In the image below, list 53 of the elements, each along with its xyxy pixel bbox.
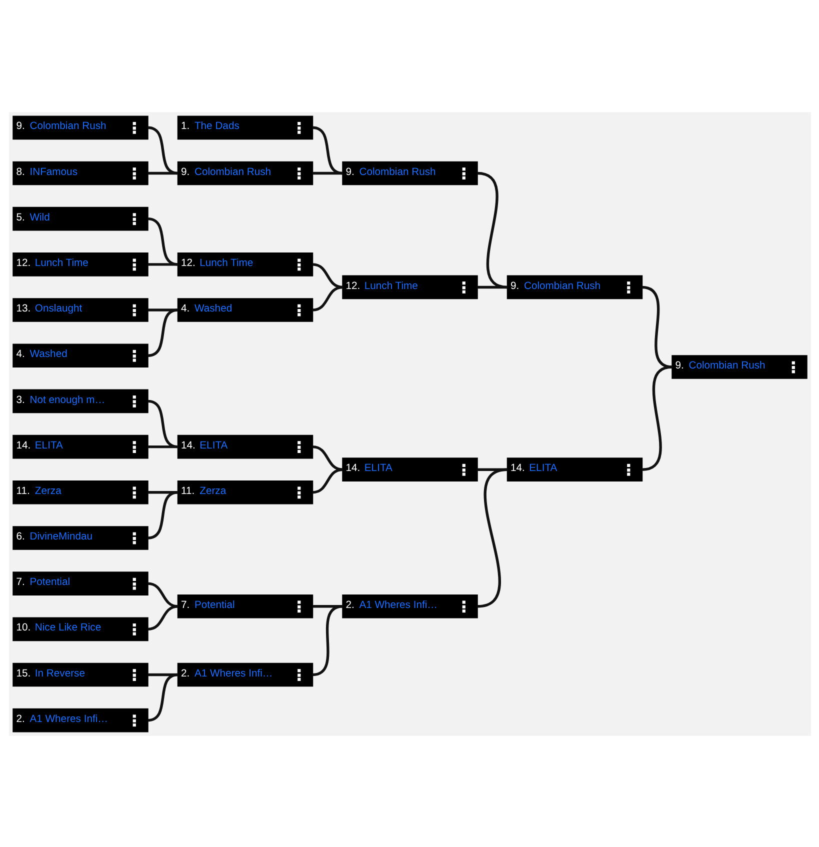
connector	[147, 171, 178, 174]
node-box: 9. Colombian Rush	[671, 354, 807, 378]
connector	[312, 171, 342, 174]
connector	[476, 285, 507, 288]
node-box: 9. Colombian Rush	[176, 160, 313, 185]
node-box: 12. Lunch Time	[342, 274, 478, 299]
node-box: 14. ELITA	[506, 457, 642, 481]
node-box: 10. Nice Like Rice	[12, 616, 148, 641]
connector	[641, 365, 672, 470]
node-box: 1. The Dads	[176, 115, 313, 140]
connector	[147, 444, 178, 448]
node-box: 15. In Reverse	[12, 662, 148, 686]
node-box: 11. Zerza	[12, 480, 148, 504]
connector	[476, 171, 508, 288]
node-box: 7. Potential	[12, 571, 148, 595]
node-box: 2. A1 Wheres Infi…	[12, 708, 148, 732]
node-box: 9. Colombian Rush	[12, 115, 148, 140]
node-box: 12. Lunch Time	[12, 252, 148, 276]
connector	[147, 672, 178, 722]
node-box: 14. ELITA	[342, 457, 478, 481]
connector	[312, 604, 342, 608]
node-box: 12. Lunch Time	[176, 252, 313, 276]
node-box: 2. A1 Wheres Infi…	[176, 662, 313, 686]
connector	[147, 582, 178, 608]
node-box: 11. Zerza	[176, 480, 313, 504]
node-box: 14. ELITA	[176, 434, 313, 458]
connector	[476, 468, 508, 608]
node-box: 6. DivineMindau	[12, 526, 148, 550]
node-box: 4. Washed	[176, 298, 313, 322]
connector	[312, 444, 342, 470]
node-box: 2. A1 Wheres Infi…	[342, 594, 478, 618]
connector	[147, 262, 178, 266]
connector	[147, 490, 178, 539]
connector	[312, 604, 342, 676]
node-box: 8. INFamous	[12, 160, 148, 185]
connector	[147, 308, 178, 356]
node-box: 9. Colombian Rush	[342, 160, 478, 185]
connector	[312, 468, 342, 494]
connector	[147, 490, 178, 494]
connector	[147, 672, 178, 676]
connector	[147, 604, 178, 630]
connector	[312, 262, 342, 288]
connector	[312, 285, 342, 311]
connector	[147, 308, 178, 311]
node-box: 5. Wild	[12, 206, 148, 230]
node-box: 13. Onslaught	[12, 298, 148, 322]
node-box: 9. Colombian Rush	[506, 274, 642, 299]
node-box: 7. Potential	[176, 594, 313, 618]
connector	[641, 285, 672, 368]
connector	[476, 468, 507, 470]
node-box: 3. Not enough m…	[12, 388, 148, 413]
node-box: 4. Washed	[12, 343, 148, 368]
node-box: 14. ELITA	[12, 434, 148, 458]
